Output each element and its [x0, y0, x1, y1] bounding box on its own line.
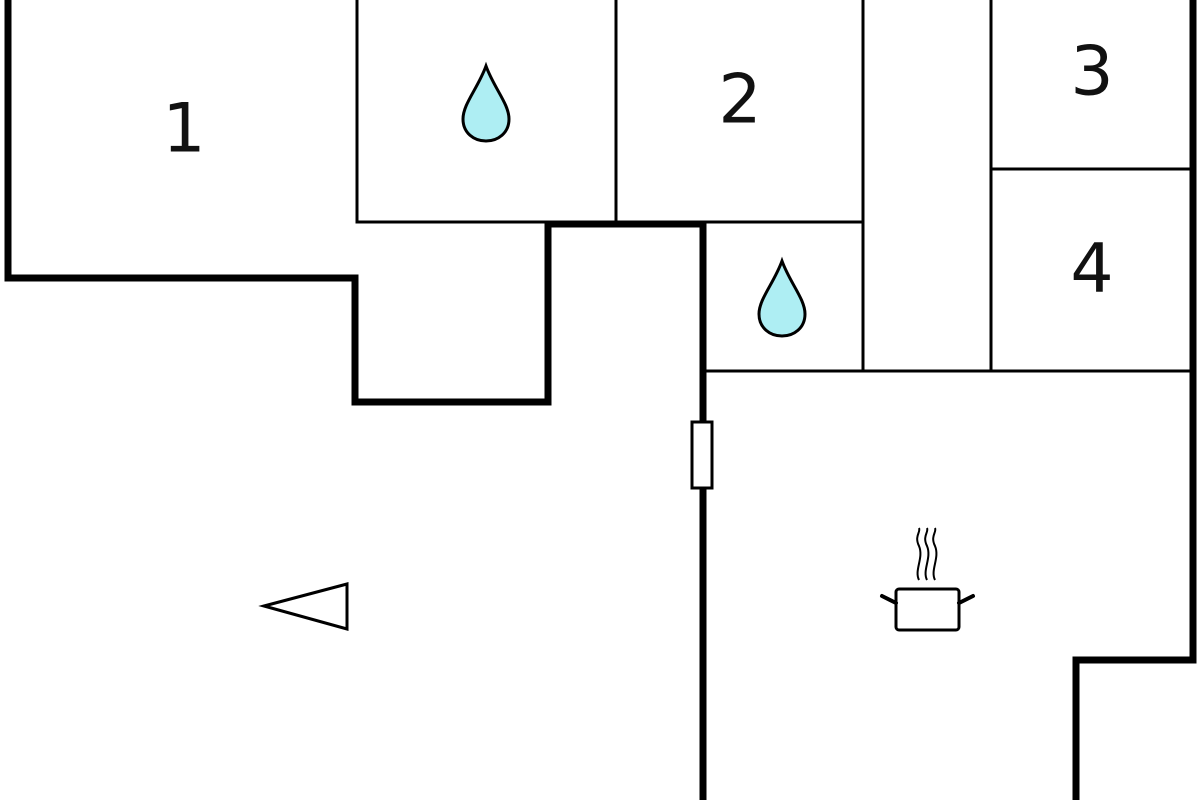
window-icon	[690, 420, 714, 490]
room-1-label: 1	[162, 90, 205, 169]
room-4-label: 4	[1070, 230, 1113, 309]
entrance-arrow-icon	[258, 582, 349, 631]
interior-walls	[355, 0, 1195, 373]
water-drop-icon	[757, 256, 807, 338]
cooking-pot-icon	[880, 527, 975, 632]
room-2-label: 2	[718, 61, 761, 140]
exterior-walls	[4, 0, 1197, 800]
room-3-label: 3	[1070, 33, 1113, 112]
water-drop-icon	[461, 61, 511, 143]
